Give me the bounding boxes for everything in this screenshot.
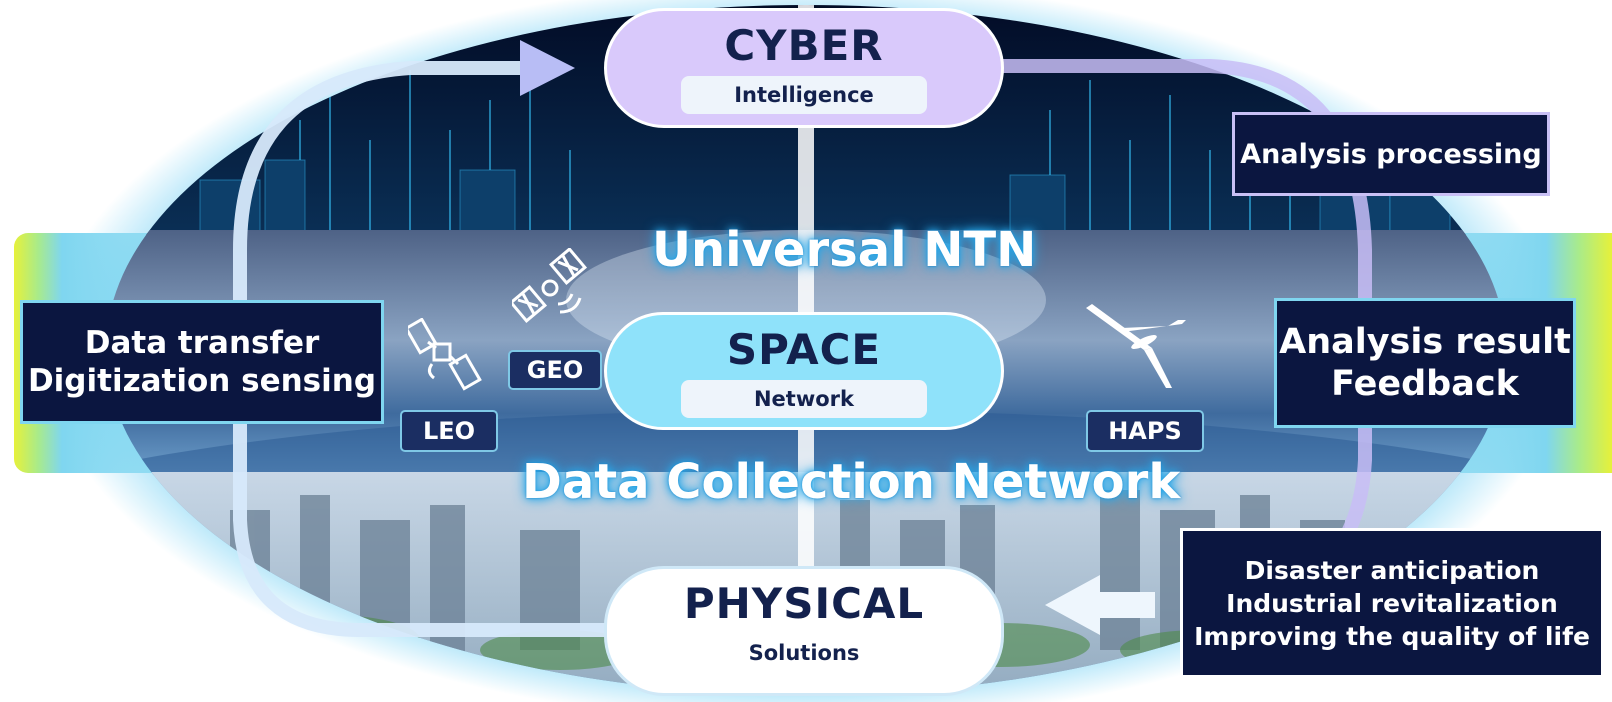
data-collection-network-heading: Data Collection Network xyxy=(522,454,1181,510)
analysis-result-box: Analysis result Feedback xyxy=(1274,298,1576,428)
analysis-result-line1: Analysis result xyxy=(1279,322,1571,362)
physical-subtitle: Solutions xyxy=(681,634,927,672)
analysis-processing-box: Analysis processing xyxy=(1232,112,1550,196)
outcome-line2: Industrial revitalization xyxy=(1226,588,1558,618)
flow-arrow-icon xyxy=(520,40,575,96)
haps-aircraft-icon xyxy=(1086,304,1186,388)
haps-tag: HAPS xyxy=(1086,410,1204,452)
data-transfer-line2: Digitization sensing xyxy=(27,363,377,399)
leo-tag: LEO xyxy=(400,410,498,452)
analysis-result-line2: Feedback xyxy=(1331,364,1519,404)
data-transfer-box: Data transfer Digitization sensing xyxy=(20,300,384,424)
space-title: SPACE xyxy=(726,325,882,374)
analysis-processing-label: Analysis processing xyxy=(1240,138,1542,170)
solutions-outcomes-box: Disaster anticipation Industrial revital… xyxy=(1180,528,1604,678)
satellite-geo-icon xyxy=(512,248,588,324)
space-pill: SPACE Network xyxy=(604,312,1004,430)
cyber-subtitle: Intelligence xyxy=(681,76,927,114)
cyber-title: CYBER xyxy=(724,21,884,70)
data-transfer-line1: Data transfer xyxy=(84,325,320,361)
outcome-line3: Improving the quality of life xyxy=(1194,621,1590,651)
cyber-pill: CYBER Intelligence xyxy=(604,8,1004,128)
physical-title: PHYSICAL xyxy=(683,579,925,628)
space-subtitle: Network xyxy=(681,380,927,418)
satellite-leo-icon xyxy=(408,318,482,391)
universal-ntn-heading: Universal NTN xyxy=(652,222,1037,278)
physical-pill: PHYSICAL Solutions xyxy=(604,566,1004,696)
outcome-line1: Disaster anticipation xyxy=(1244,555,1540,585)
geo-tag: GEO xyxy=(508,350,602,390)
